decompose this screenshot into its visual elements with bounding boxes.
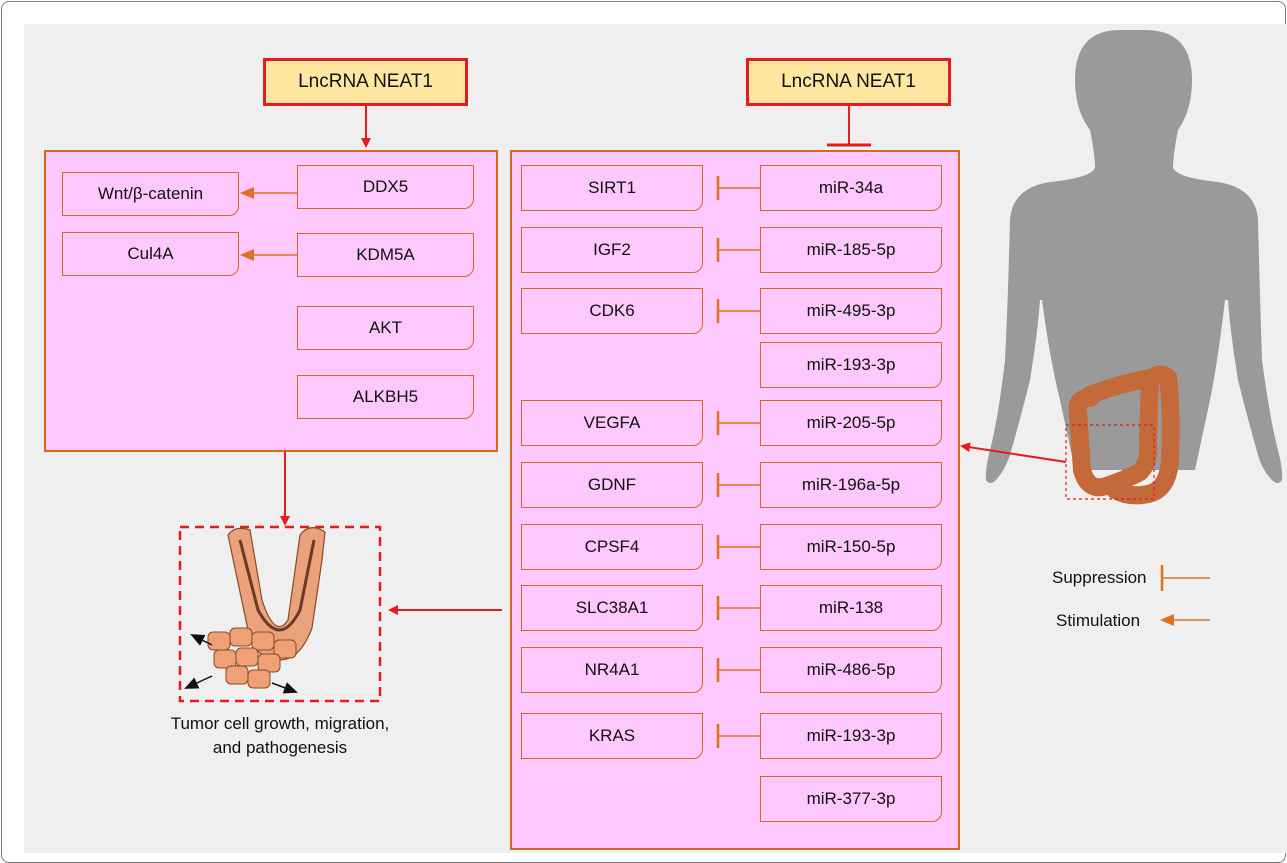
neat1-inhibition-bar (827, 106, 871, 145)
colon-crypt-illustration (208, 528, 325, 688)
migration-arrow-down-left (186, 676, 212, 688)
tumor-dashed-box (180, 527, 380, 701)
human-body-silhouette (986, 30, 1282, 483)
mirna-inhibition-lines (718, 176, 760, 748)
colon-to-panel-arrow (962, 446, 1066, 462)
migration-arrow-down-right (272, 683, 296, 692)
legend-suppression-symbol (1162, 565, 1210, 591)
